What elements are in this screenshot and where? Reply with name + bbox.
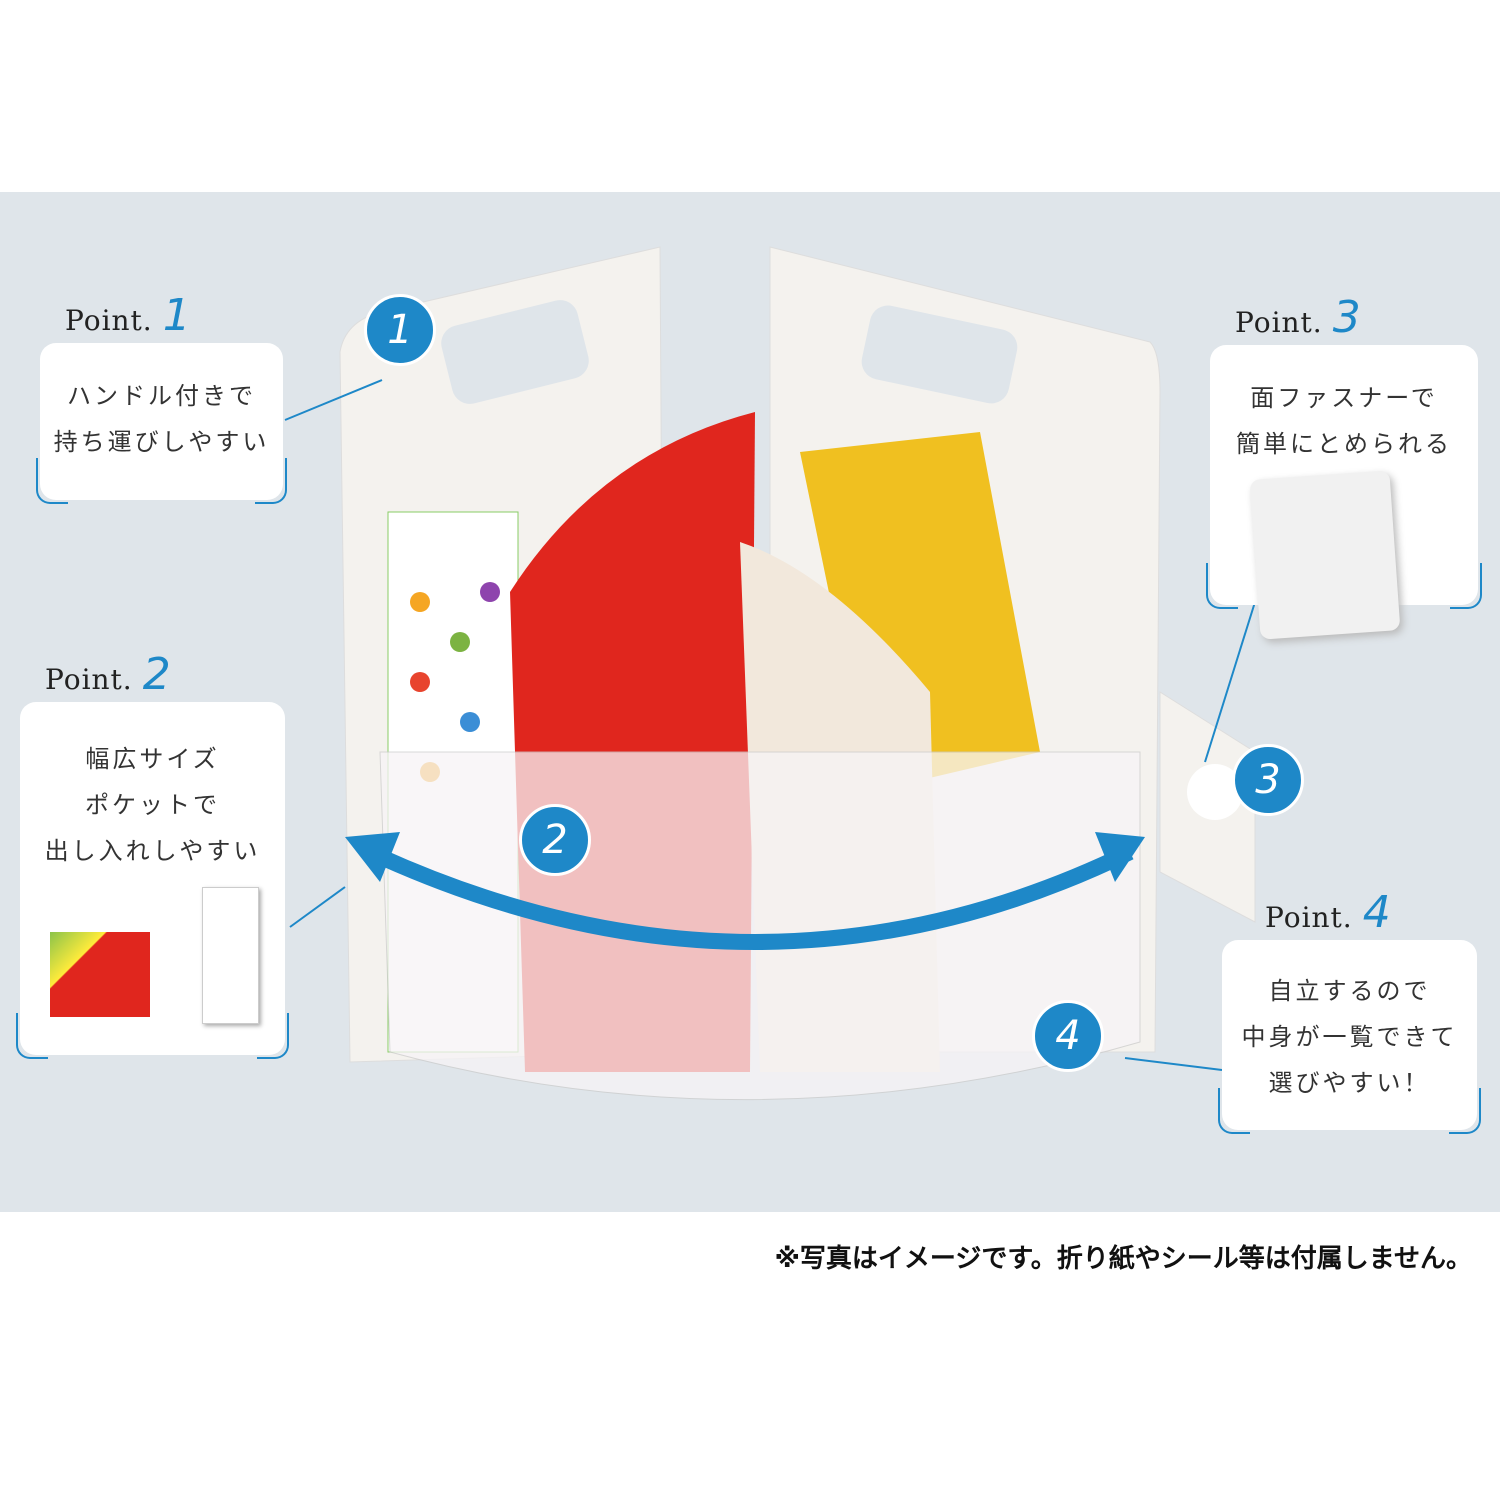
leader-1 [284, 379, 383, 421]
badge-4: 4 [1032, 1000, 1104, 1072]
point-4-box: 自立するので 中身が一覧できて 選びやすい！ [1218, 940, 1481, 1134]
right-handle [861, 305, 1018, 404]
badge-2: 2 [519, 804, 591, 876]
sticker-sheet-illustration [202, 887, 259, 1024]
leader-4 [1124, 1057, 1223, 1071]
point-2-line: 幅広サイズ [85, 745, 220, 773]
leader-2 [289, 886, 346, 928]
point-1-box: ハンドル付きで 持ち運びしやすい [36, 343, 287, 504]
disclaimer-note: ※写真はイメージです。折り紙やシール等は付属しません。 [774, 1244, 1472, 1274]
point-1-title: Point.1 [65, 290, 192, 341]
point-4-line: 選びやすい！ [1268, 1069, 1431, 1097]
point-4-line: 自立するので [1268, 977, 1431, 1005]
pockets [379, 751, 1141, 1101]
badge-1: 1 [364, 294, 436, 366]
badge-3: 3 [1232, 744, 1304, 816]
velcro [1187, 764, 1243, 820]
point-2-line: 出し入れしやすい [44, 837, 261, 865]
origami-illustration [50, 932, 150, 1017]
left-handle [441, 300, 589, 404]
closed-organizer-illustration [1249, 470, 1401, 640]
point-4-line: 中身が一覧できて [1241, 1023, 1458, 1051]
point-1-line: ハンドル付きで [67, 382, 256, 410]
point-3-box: 面ファスナーで 簡単にとめられる [1206, 345, 1482, 640]
leader-3 [1204, 601, 1256, 763]
point-2-line: ポケットで [85, 791, 220, 819]
point-3-line: 簡単にとめられる [1236, 430, 1452, 458]
point-1-line: 持ち運びしやすい [53, 428, 270, 456]
rotate-arrow [366, 844, 1134, 950]
point-2-title: Point.2 [45, 649, 172, 700]
point-2-box: 幅広サイズ ポケットで 出し入れしやすい [16, 702, 289, 1059]
point-3-title: Point.3 [1235, 292, 1362, 343]
point-4-title: Point.4 [1265, 887, 1392, 938]
point-3-line: 面ファスナーで [1250, 384, 1438, 412]
